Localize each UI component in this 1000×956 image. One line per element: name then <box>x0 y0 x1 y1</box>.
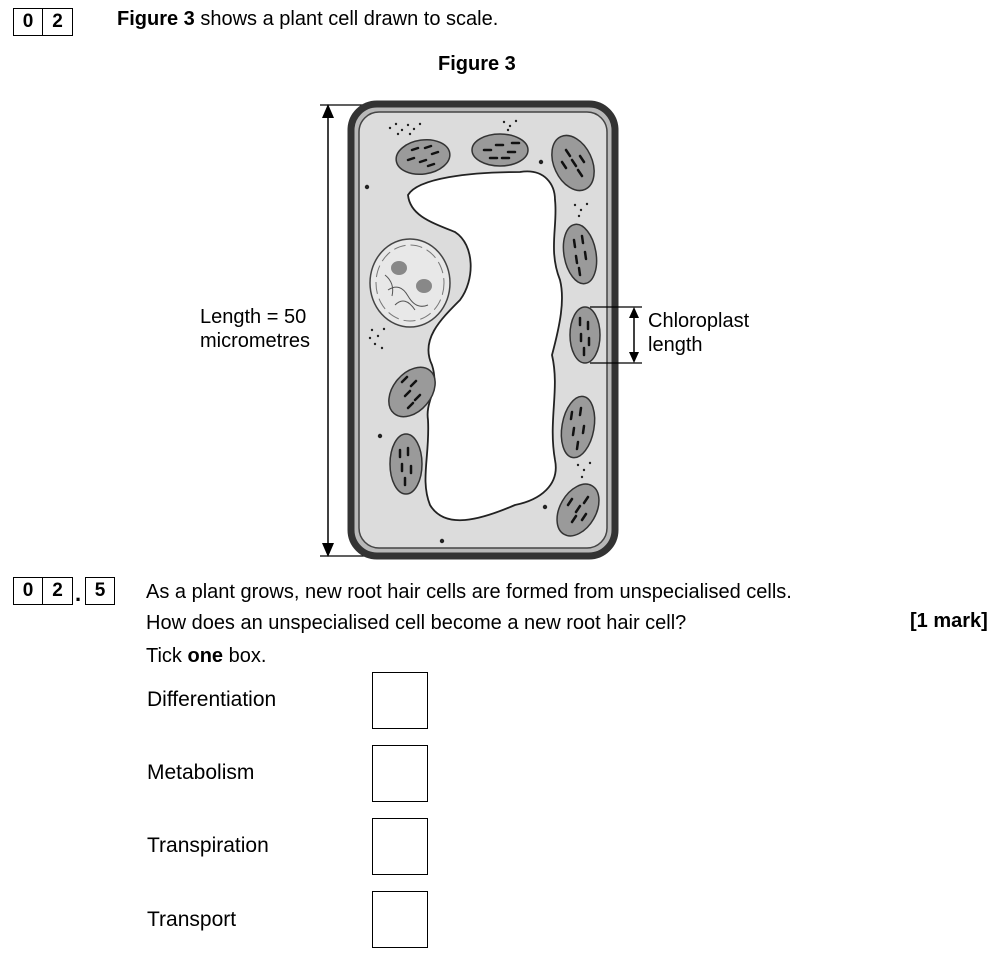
marks-label: [1 mark] <box>910 610 988 632</box>
tick-box-transpiration[interactable] <box>372 818 428 875</box>
subquestion-number-digit: 2 <box>43 577 73 605</box>
subquestion-number: 0 2 5 <box>13 577 115 607</box>
chloroplasts <box>388 133 601 537</box>
chloroplast-label-line1: Chloroplast <box>648 310 750 332</box>
chloroplast-label-line2: length <box>648 334 703 356</box>
chloroplast-length-arrow <box>590 306 642 364</box>
nucleus <box>369 238 451 328</box>
tick-box-metabolism[interactable] <box>372 745 428 802</box>
question-number-digit: 2 <box>43 8 73 36</box>
instruction: Tick one box. <box>146 645 266 668</box>
option-label-transport: Transport <box>147 908 237 931</box>
chloroplast-thylakoids <box>398 141 591 524</box>
question-number: 0 2 <box>13 8 73 36</box>
instruction-post: box. <box>223 645 267 667</box>
subquestion-line1: As a plant grows, new root hair cells ar… <box>146 581 792 603</box>
tick-box-transport[interactable] <box>372 891 428 948</box>
ribosomes <box>364 119 592 544</box>
subquestion-number-dot <box>73 577 85 607</box>
figure-title: Figure 3 <box>438 53 516 75</box>
vacuole <box>407 170 563 522</box>
question-intro: Figure 3 shows a plant cell drawn to sca… <box>117 8 498 31</box>
length-label-line2: micrometres <box>200 330 311 352</box>
subquestion-line2: How does an unspecialised cell become a … <box>146 612 687 634</box>
option-label-differentiation: Differentiation <box>147 688 277 711</box>
subquestion-number-digit: 5 <box>85 577 115 605</box>
option-label-transpiration: Transpiration <box>147 834 269 857</box>
tick-box-differentiation[interactable] <box>372 672 428 729</box>
figure-reference: Figure 3 <box>117 8 195 30</box>
instruction-emphasis: one <box>187 645 224 667</box>
question-intro-text: shows a plant cell drawn to scale. <box>194 8 499 30</box>
instruction-pre: Tick <box>146 645 188 667</box>
length-label-line1: Length = 50 <box>200 306 307 328</box>
question-number-digit: 0 <box>13 8 43 36</box>
option-label-metabolism: Metabolism <box>147 761 255 784</box>
subquestion-number-digit: 0 <box>13 577 43 605</box>
